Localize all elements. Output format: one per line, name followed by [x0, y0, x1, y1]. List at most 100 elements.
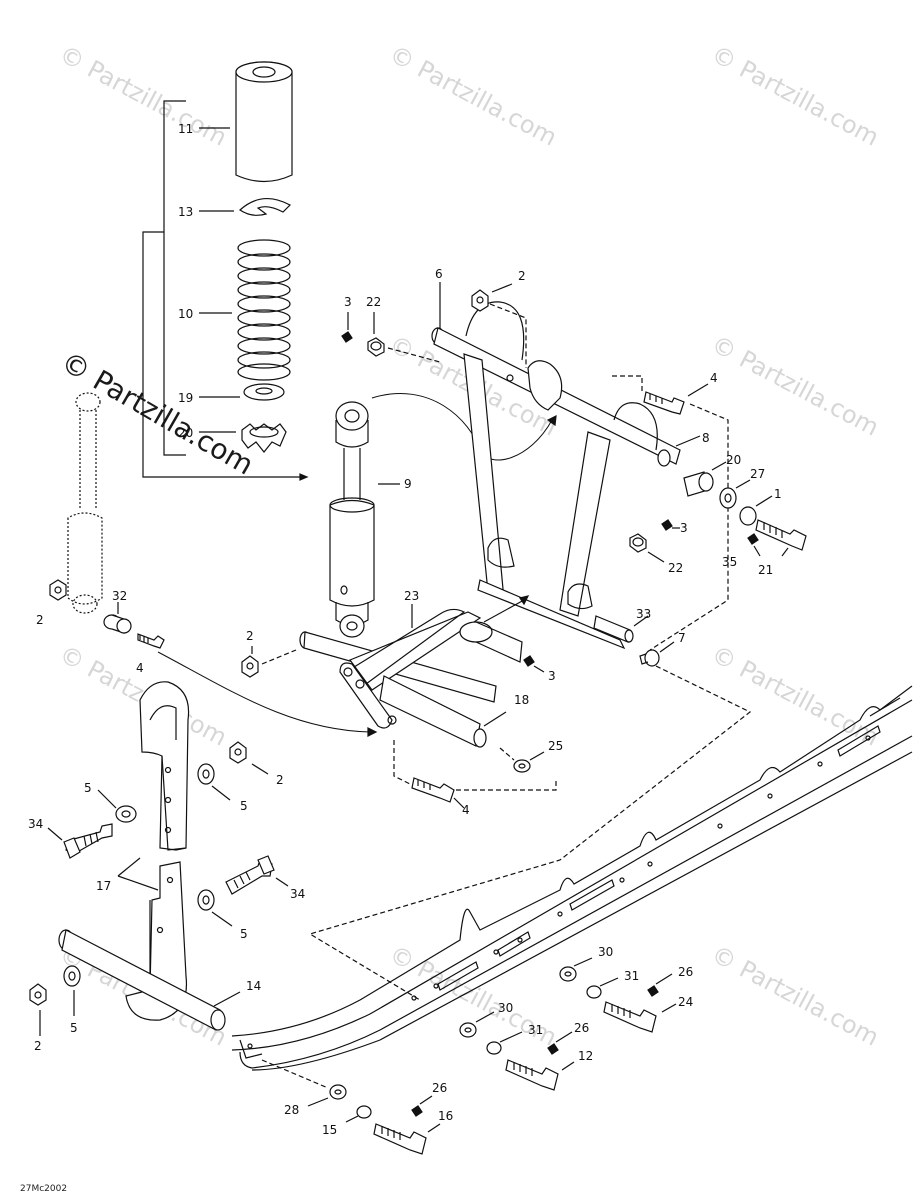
- part-17-bracket-upper: [139, 681, 190, 851]
- callout-20: 20: [178, 426, 194, 440]
- callout-25: 25: [548, 739, 564, 753]
- callout-26: 26: [678, 965, 694, 979]
- group-bracket: [142, 100, 309, 481]
- callout-2: 2: [36, 613, 44, 627]
- part-2-nut-left: [49, 579, 67, 601]
- ghost-shock: [67, 392, 103, 614]
- callout-17: 17: [96, 879, 112, 893]
- callout-1: 1: [774, 487, 782, 501]
- callout-27: 27: [750, 467, 766, 481]
- callout-5: 5: [240, 927, 248, 941]
- part-9-shock: [329, 401, 400, 638]
- part-15-lock-washer: [345, 1105, 372, 1123]
- diagram-code: 27Mc2002: [20, 1184, 68, 1194]
- callout-19: 19: [178, 391, 194, 405]
- callout-3: 3: [680, 521, 688, 535]
- part-34-bolt-a: [47, 823, 113, 859]
- part-31-lock-washer-a: [586, 977, 619, 999]
- part-22-bushing-a: [367, 312, 441, 363]
- callout-10: 10: [178, 307, 194, 321]
- callout-5: 5: [70, 1021, 78, 1035]
- callout-9: 9: [404, 477, 412, 491]
- callout-5: 5: [84, 781, 92, 795]
- part-8-shaft: [657, 435, 701, 467]
- callout-22: 22: [366, 295, 382, 309]
- part-4-bolt-c: [393, 740, 557, 809]
- part-5-washer-d: [63, 965, 81, 1016]
- part-33-shaft: [593, 615, 649, 643]
- part-31-lock-washer-b: [486, 1031, 523, 1055]
- part-5-washer-a: [197, 763, 231, 801]
- part-14-cross-shaft: [58, 929, 241, 1031]
- callout-2: 2: [276, 773, 284, 787]
- callout-11: 11: [178, 122, 194, 136]
- part-19-spring-seat: [199, 383, 285, 401]
- part-21-bolt: [755, 519, 807, 557]
- callout-31: 31: [528, 1023, 544, 1037]
- part-3-grease-fitting-c: [523, 655, 545, 673]
- part-13-retainer: [199, 198, 291, 216]
- callout-3: 3: [344, 295, 352, 309]
- part-27-washer: [719, 479, 751, 509]
- callout-15: 15: [322, 1123, 338, 1137]
- callout-6: 6: [435, 267, 443, 281]
- part-4-bolt-b: [612, 375, 729, 651]
- part-26-grease-fitting-b: [547, 1031, 573, 1055]
- part-25-washer: [499, 747, 545, 773]
- part-28-washer: [261, 1059, 347, 1107]
- callout-30: 30: [598, 945, 614, 959]
- callout-21: 21: [758, 563, 774, 577]
- part-2-nut-shaft: [29, 983, 47, 1036]
- part-16-bolt: [373, 1123, 441, 1155]
- part-2-nut-bracket: [229, 741, 269, 775]
- part-5-washer-c: [197, 889, 233, 927]
- callout-13: 13: [178, 205, 194, 219]
- callout-16: 16: [438, 1109, 454, 1123]
- part-35-grease-fitting: [747, 533, 761, 557]
- part-6-front-arm: [431, 282, 681, 650]
- part-24-bolt: [603, 1001, 677, 1033]
- part-20-adjuster-nut: [199, 423, 287, 453]
- part-5-washer-b: [97, 789, 137, 823]
- part-34-bolt-b: [225, 855, 289, 895]
- callout-26: 26: [432, 1081, 448, 1095]
- callout-26: 26: [574, 1021, 590, 1035]
- callout-8: 8: [702, 431, 710, 445]
- callout-12: 12: [578, 1049, 594, 1063]
- part-32-bushing: [103, 602, 132, 634]
- part-2-nut-mid: [241, 646, 297, 678]
- callout-20: 20: [726, 453, 742, 467]
- callout-23: 23: [404, 589, 420, 603]
- part-23-rear-arm: [299, 595, 530, 748]
- part-2-nut-top: [471, 283, 527, 368]
- callout-3: 3: [548, 669, 556, 683]
- callout-32: 32: [112, 589, 128, 603]
- part-26-grease-fitting-c: [411, 1095, 433, 1117]
- part-30-washer-a: [559, 957, 593, 982]
- part-30-washer-b: [459, 1011, 495, 1038]
- part-10-spring: [199, 239, 291, 381]
- callout-14: 14: [246, 979, 262, 993]
- callout-34: 34: [28, 817, 44, 831]
- part-1-lock-washer: [739, 495, 773, 526]
- callout-7: 7: [678, 631, 686, 645]
- part-20-bushing: [683, 461, 727, 497]
- part-7-cap: [308, 641, 752, 1001]
- callout-28: 28: [284, 1103, 300, 1117]
- part-4-bolt-a: [137, 633, 378, 737]
- callout-31: 31: [624, 969, 640, 983]
- callout-2: 2: [34, 1039, 42, 1053]
- callout-2: 2: [518, 269, 526, 283]
- part-3-grease-fitting-b: [661, 519, 680, 531]
- callout-30: 30: [498, 1001, 514, 1015]
- callout-4: 4: [462, 803, 470, 817]
- slide-rail: [231, 685, 913, 1071]
- callout-34: 34: [290, 887, 306, 901]
- callout-22: 22: [668, 561, 684, 575]
- callout-5: 5: [240, 799, 248, 813]
- callout-35: 35: [722, 555, 738, 569]
- callout-18: 18: [514, 693, 530, 707]
- callout-24: 24: [678, 995, 694, 1009]
